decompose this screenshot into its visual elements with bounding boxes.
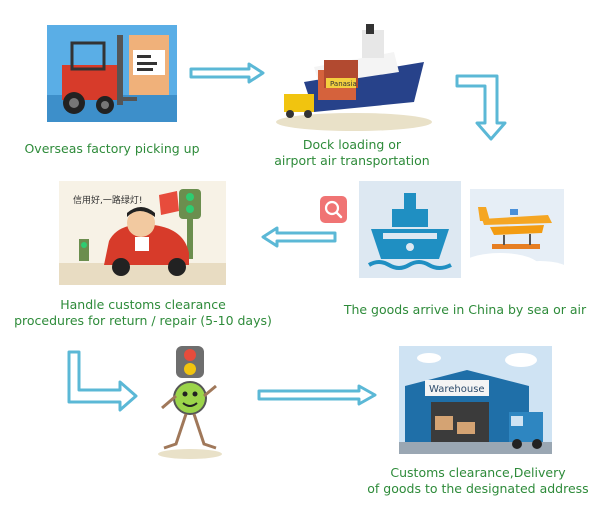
step-caption-customs-clearance: Handle customs clearance procedures for …	[14, 297, 272, 328]
forklift-illustration	[47, 25, 177, 122]
search-icon[interactable]	[320, 196, 347, 223]
ship-sign-text: Panasia	[330, 80, 357, 88]
step-caption-delivery: Customs clearance,Delivery of goods to t…	[367, 465, 589, 496]
warehouse-sign-text: Warehouse	[429, 384, 485, 395]
warehouse-illustration: Warehouse	[399, 346, 552, 454]
cargo-ship-illustration: Panasia	[274, 22, 434, 132]
step-caption-overseas-factory: Overseas factory picking up	[24, 141, 200, 156]
seaplane-illustration	[470, 189, 564, 276]
sea-shipping-illustration	[359, 181, 461, 278]
traffic-light-character-illustration	[150, 344, 230, 464]
flow-arrow-left	[261, 226, 337, 248]
flow-arrow-down-right	[66, 350, 138, 414]
flow-arrow-right-1	[189, 62, 265, 84]
cartoon-speech-text: 信用好,一路绿灯!	[73, 194, 142, 206]
step-caption-arrive-china: The goods arrive in China by sea or air	[343, 302, 587, 317]
step-caption-dock-loading: Dock loading or airport air transportati…	[274, 137, 430, 168]
customs-cartoon-illustration: 信用好,一路绿灯!	[59, 181, 226, 285]
flow-arrow-right-2	[257, 384, 377, 406]
flow-arrow-right-down	[455, 73, 515, 143]
